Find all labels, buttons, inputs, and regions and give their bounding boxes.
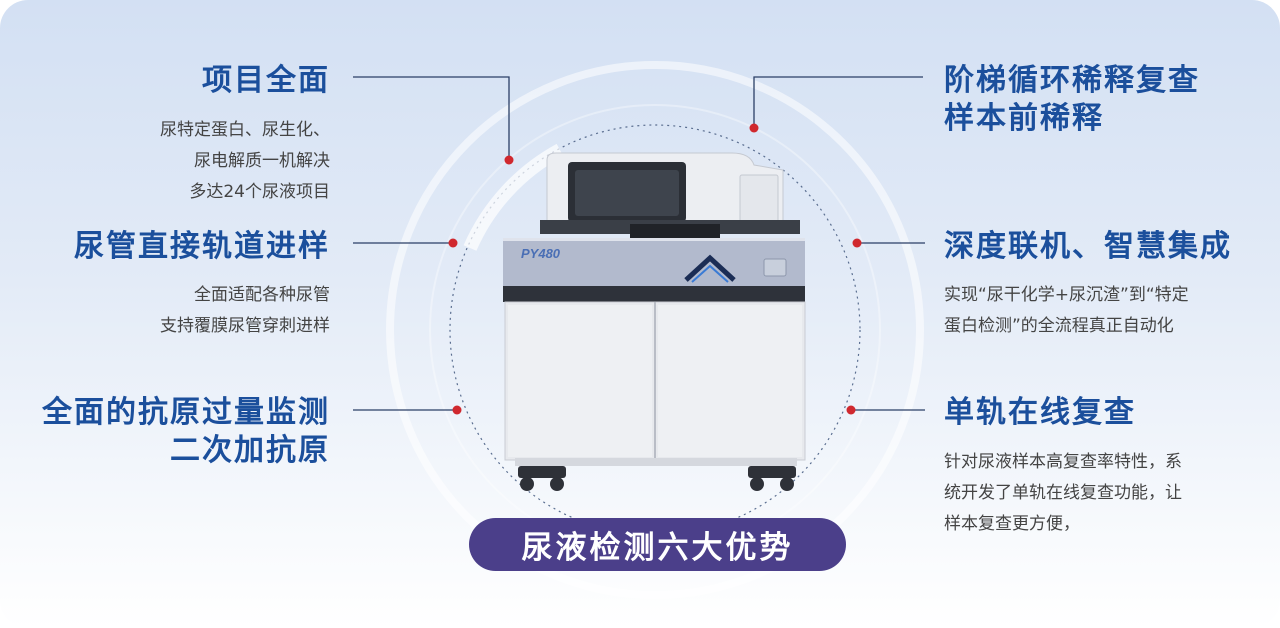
feature-desc-comprehensive: 尿特定蛋白、尿生化、 尿电解质一机解决 多达24个尿液项目 <box>160 120 330 202</box>
feature-title-single-track: 单轨在线复查 <box>944 395 1136 430</box>
feature-desc-integration: 实现“尿干化学+尿沉渣”到“特定 蛋白检测”的全流程真正自动化 <box>944 285 1189 336</box>
feature-title-dilution: 阶梯循环稀释复查 样本前稀释 <box>944 63 1200 136</box>
feature-title-tube-track: 尿管直接轨道进样 <box>74 229 330 264</box>
marker-dot <box>448 238 458 248</box>
marker-dot <box>749 123 759 133</box>
feature-title-integration: 深度联机、智慧集成 <box>944 229 1232 264</box>
advantages-banner: 尿液检测六大优势 <box>469 518 846 571</box>
device-model-label: PY480 <box>521 246 561 261</box>
feature-desc-tube-track: 全面适配各种尿管 支持覆膜尿管穿刺进样 <box>160 285 330 336</box>
marker-dot <box>452 405 462 415</box>
marker-dot <box>852 238 862 248</box>
feature-title-antigen-excess: 全面的抗原过量监测 二次加抗原 <box>42 395 330 468</box>
marker-dot <box>504 155 514 165</box>
marker-dot <box>846 405 856 415</box>
feature-desc-single-track: 针对尿液样本高复查率特性，系 统开发了单轨在线复查功能，让 样本复查更方便， <box>944 452 1182 534</box>
feature-title-comprehensive: 项目全面 <box>202 63 330 98</box>
